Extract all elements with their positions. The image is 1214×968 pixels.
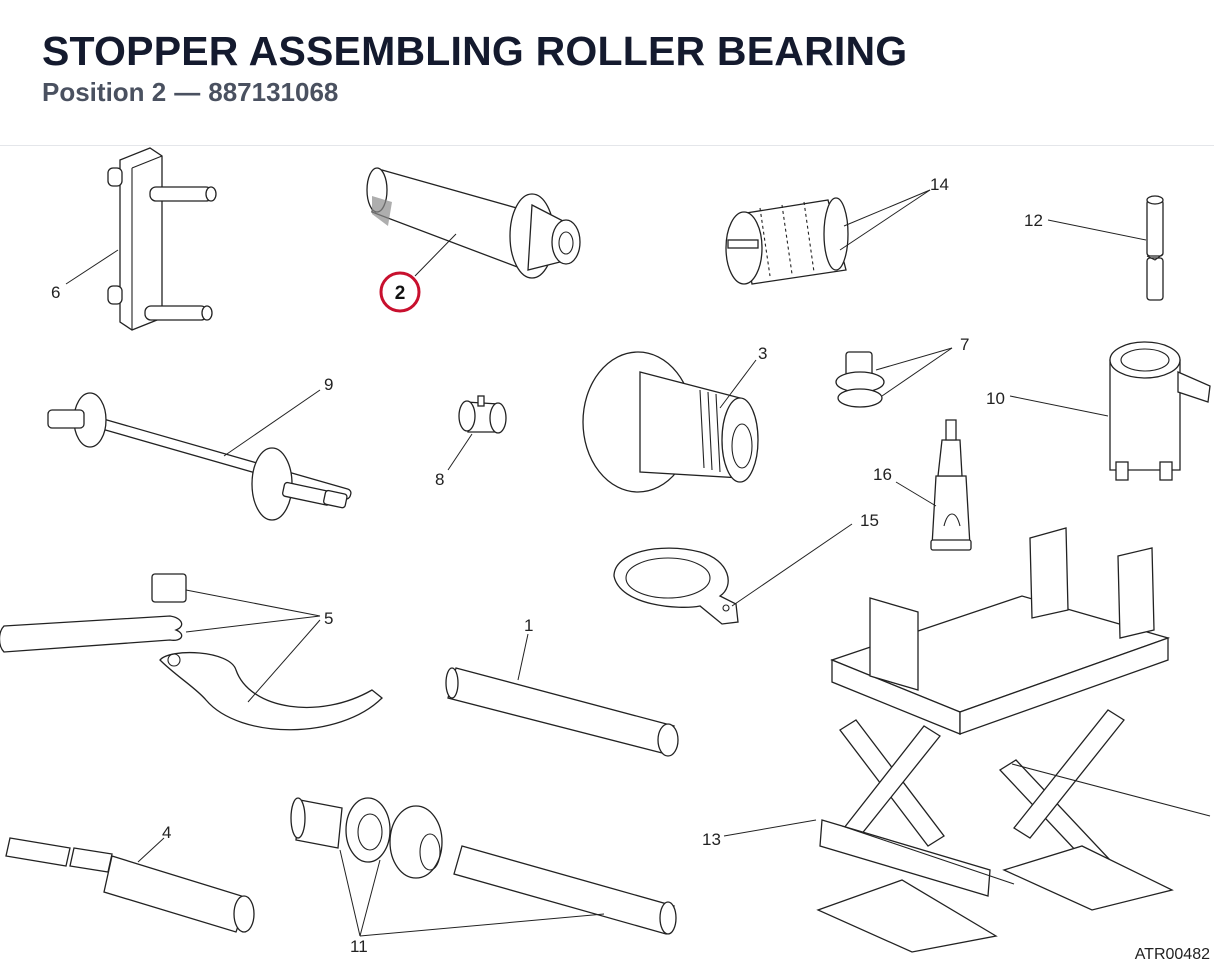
part-8-collar[interactable] bbox=[458, 395, 507, 434]
callout-3[interactable]: 3 bbox=[758, 344, 767, 363]
part-2-punch[interactable] bbox=[366, 167, 581, 279]
part-number: 887131068 bbox=[208, 77, 339, 107]
part-1-drift-bar[interactable] bbox=[445, 667, 679, 757]
part-3-threaded-flange[interactable] bbox=[582, 351, 759, 493]
leader-lines bbox=[65, 189, 1147, 937]
callout-6[interactable]: 6 bbox=[51, 283, 60, 302]
part-16-grease-tube[interactable] bbox=[930, 419, 972, 551]
part-4-long-drift[interactable] bbox=[5, 837, 255, 933]
callout-8[interactable]: 8 bbox=[435, 470, 444, 489]
part-7-square-driver[interactable] bbox=[835, 351, 885, 408]
callout-16[interactable]: 16 bbox=[873, 465, 892, 484]
callout-14[interactable]: 14 bbox=[930, 175, 949, 194]
callout-7[interactable]: 7 bbox=[960, 335, 969, 354]
part-9-puller-rod[interactable] bbox=[47, 392, 352, 521]
page-title: STOPPER ASSEMBLING ROLLER BEARING bbox=[42, 28, 908, 74]
header: STOPPER ASSEMBLING ROLLER BEARING Positi… bbox=[0, 0, 1214, 146]
callout-4[interactable]: 4 bbox=[162, 823, 171, 842]
part-13-engine-stand[interactable] bbox=[816, 527, 1211, 953]
position-label: Position 2 bbox=[42, 77, 167, 107]
part-11-drift-set[interactable] bbox=[290, 797, 677, 935]
highlight-callout-2[interactable]: 2 bbox=[379, 271, 421, 313]
part-12-pin[interactable] bbox=[1146, 195, 1164, 301]
part-15-hook-spanner[interactable] bbox=[613, 547, 739, 625]
callout-1[interactable]: 1 bbox=[524, 616, 533, 635]
part-6-plate-puller[interactable] bbox=[107, 147, 217, 331]
part-14-split-sleeve[interactable] bbox=[725, 197, 849, 285]
callout-10[interactable]: 10 bbox=[986, 389, 1005, 408]
callout-5[interactable]: 5 bbox=[324, 609, 333, 628]
highlight-ring bbox=[379, 271, 421, 313]
callout-9[interactable]: 9 bbox=[324, 375, 333, 394]
part-10-sleeve-wrench[interactable] bbox=[1109, 341, 1211, 481]
page-subtitle: Position 2—887131068 bbox=[42, 77, 338, 108]
subtitle-separator: — bbox=[174, 77, 201, 107]
callout-12[interactable]: 12 bbox=[1024, 211, 1043, 230]
callout-labels: 6 9 8 3 14 12 7 10 16 15 5 1 4 11 13 bbox=[51, 175, 1043, 956]
callout-11[interactable]: 11 bbox=[350, 937, 368, 956]
part-5-wrench-set[interactable] bbox=[0, 573, 383, 731]
highlight-label: 2 bbox=[395, 283, 406, 304]
callout-15[interactable]: 15 bbox=[860, 511, 879, 530]
callout-13[interactable]: 13 bbox=[702, 830, 721, 849]
document-reference: ATR00482 bbox=[1134, 946, 1210, 963]
